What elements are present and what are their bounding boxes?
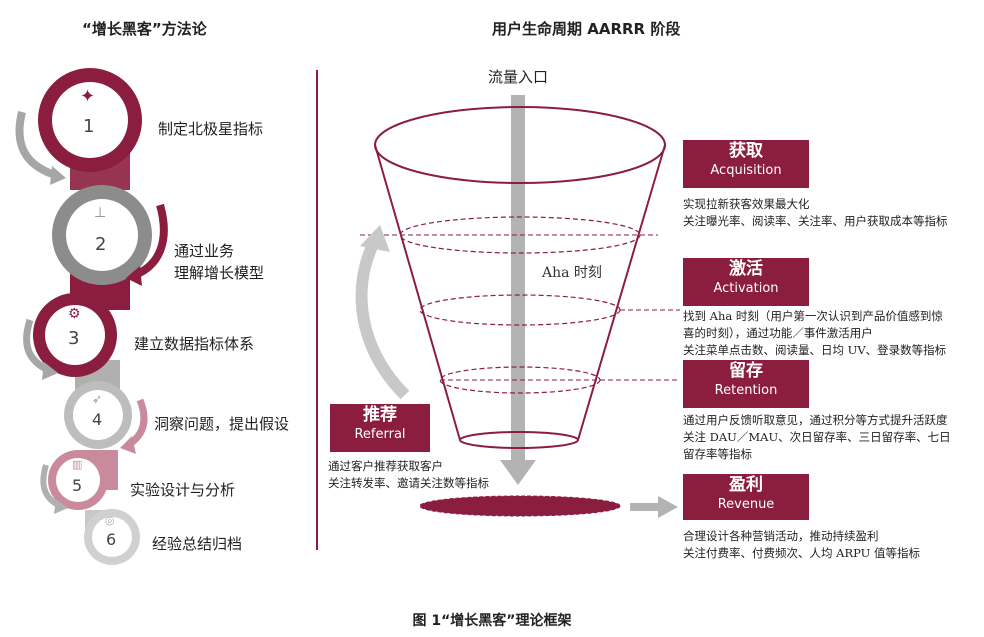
revenue-desc: 合理设计各种营销活动，推动持续盈利 关注付费率、付费频次、人均 ARPU 值等指… — [683, 529, 921, 560]
figure-caption: 图 1“增长黑客”理论框架 — [412, 613, 572, 629]
antenna-icon: ⊥ — [94, 205, 107, 221]
growth-hacker-chain — [15, 68, 168, 565]
stage-retention-cn: 留存 — [729, 361, 763, 381]
step-number-5: 5 — [72, 476, 83, 495]
right-title: 用户生命周期 AARRR 阶段 — [492, 20, 681, 38]
activation-desc: 找到 Aha 时刻（用户第一次认识到产品价值感到惊 喜的时刻），通过功能／事件激… — [683, 309, 947, 357]
stage-activation: 激活 Activation — [683, 258, 809, 306]
gear-icon: ⚙ — [68, 306, 81, 322]
satellite-icon: ✦ — [80, 86, 96, 107]
stage-acquisition: 获取 Acquisition — [683, 140, 809, 188]
stage-acquisition-en: Acquisition — [710, 163, 782, 178]
step-label-3: 建立数据指标体系 — [134, 335, 255, 353]
stage-retention-en: Retention — [714, 383, 778, 398]
stage-revenue-en: Revenue — [717, 497, 775, 512]
left-title: “增长黑客”方法论 — [82, 20, 207, 38]
referral-desc: 通过客户推荐获取客户 关注转发率、邀请关注数等指标 — [328, 459, 489, 490]
acquisition-desc: 实现拉新获客效果最大化 关注曝光率、阅读率、关注率、用户获取成本等指标 — [683, 197, 948, 228]
traffic-entry-label: 流量入口 — [488, 68, 549, 86]
step-number-1: 1 — [83, 116, 95, 137]
step-number-6: 6 — [106, 530, 117, 549]
planet-icon: ◎ — [105, 514, 115, 527]
map-icon: ▥ — [72, 458, 83, 471]
aha-moment-label: Aha 时刻 — [542, 265, 602, 281]
step-label-5: 实验设计与分析 — [130, 481, 236, 499]
stage-acquisition-cn: 获取 — [729, 141, 763, 161]
step-label-1: 制定北极星指标 — [158, 120, 264, 138]
aarrr-funnel — [355, 95, 680, 518]
step-number-3: 3 — [68, 328, 80, 349]
step-number-4: 4 — [92, 410, 103, 429]
stage-referral-cn: 推荐 — [363, 405, 397, 425]
step-label-6: 经验总结归档 — [152, 535, 243, 553]
stage-revenue-cn: 盈利 — [729, 475, 763, 495]
stage-referral: 推荐 Referral — [330, 404, 430, 452]
step-label-2b: 理解增长模型 — [174, 264, 265, 282]
stage-activation-en: Activation — [713, 281, 779, 296]
paper-plane-icon: ➶ — [92, 392, 103, 406]
divider — [316, 70, 318, 550]
retention-desc: 通过用户反馈听取意见，通过积分等方式提升活跃度 关注 DAU／MAU、次日留存率… — [683, 413, 951, 461]
stage-retention: 留存 Retention — [683, 360, 809, 408]
step-label-2a: 通过业务 — [174, 242, 235, 260]
stage-referral-en: Referral — [354, 427, 406, 442]
step-label-4: 洞察问题，提出假设 — [154, 415, 290, 433]
stage-revenue: 盈利 Revenue — [683, 474, 809, 520]
stage-activation-cn: 激活 — [729, 259, 763, 279]
step-number-2: 2 — [95, 234, 107, 255]
